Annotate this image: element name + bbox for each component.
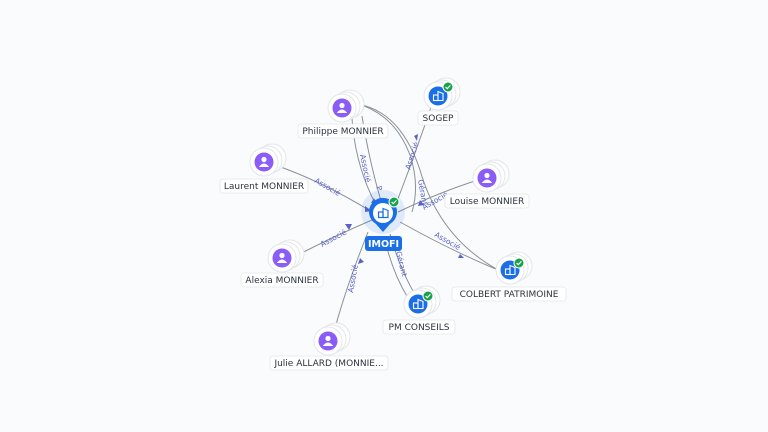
edge-label-philippe: Associé bbox=[358, 154, 373, 184]
center-label-bg bbox=[365, 236, 402, 251]
person-icon bbox=[322, 335, 334, 346]
person-icon bbox=[336, 102, 348, 113]
person-icon bbox=[258, 156, 270, 167]
node-colbert[interactable]: COLBERT PATRIMOINE bbox=[451, 251, 567, 302]
center-label: IMOFI bbox=[368, 239, 399, 250]
verified-check-icon bbox=[442, 81, 454, 93]
edge-louise bbox=[397, 179, 479, 213]
arrow-louise bbox=[418, 200, 424, 206]
node-label: Laurent MONNIER bbox=[224, 182, 304, 192]
node-label: SOGEP bbox=[423, 114, 454, 124]
node-label: Louise MONNIER bbox=[450, 197, 525, 207]
building-icon bbox=[412, 298, 424, 310]
node-label: Julie ALLARD (MONNIE... bbox=[273, 359, 383, 369]
arrow-colbert bbox=[458, 254, 464, 258]
node-pmconseils[interactable]: PM CONSEILS bbox=[382, 285, 456, 335]
node-label: Philippe MONNIER bbox=[302, 127, 383, 137]
building-icon bbox=[432, 90, 444, 102]
arrow-alexia bbox=[345, 224, 352, 230]
node-julie[interactable]: Julie ALLARD (MONNIE... bbox=[269, 322, 389, 371]
node-philippe[interactable]: Philippe MONNIER bbox=[297, 89, 389, 139]
node-sogep[interactable]: SOGEP bbox=[417, 77, 461, 126]
node-laurent[interactable]: Laurent MONNIER bbox=[219, 143, 309, 194]
edge-label-alexia: Associé bbox=[319, 227, 349, 248]
edge-label-pm: Gérant bbox=[394, 250, 409, 277]
person-icon bbox=[481, 172, 493, 183]
arrow-julie bbox=[358, 258, 364, 264]
verified-check-icon bbox=[513, 257, 525, 269]
node-label: PM CONSEILS bbox=[389, 323, 450, 333]
node-alexia[interactable]: Alexia MONNIER bbox=[240, 239, 324, 288]
person-icon bbox=[276, 252, 288, 263]
node-louise[interactable]: Louise MONNIER bbox=[444, 159, 530, 209]
node-label: Alexia MONNIER bbox=[245, 276, 318, 286]
verified-check-icon bbox=[422, 290, 434, 302]
edge-philippe-colbert bbox=[355, 103, 503, 273]
building-icon bbox=[377, 207, 389, 219]
node-label: COLBERT PATRIMOINE bbox=[460, 290, 559, 300]
edge-label-philippe-sogep: Gérant bbox=[416, 179, 429, 206]
edge-colbert bbox=[399, 221, 499, 271]
edge-label-laurent: Associé bbox=[313, 176, 342, 198]
edge-label-colbert: Associé bbox=[433, 230, 462, 252]
arrow-sogep bbox=[414, 134, 418, 141]
verified-check-icon bbox=[388, 196, 400, 208]
edge-label-julie: Associé bbox=[346, 263, 360, 293]
edge-label-philippe-colbert: P bbox=[374, 185, 384, 193]
edge-philippe-sogep bbox=[357, 103, 416, 213]
building-icon bbox=[504, 264, 516, 276]
center-node-imofi[interactable]: IMOFI bbox=[361, 190, 405, 251]
